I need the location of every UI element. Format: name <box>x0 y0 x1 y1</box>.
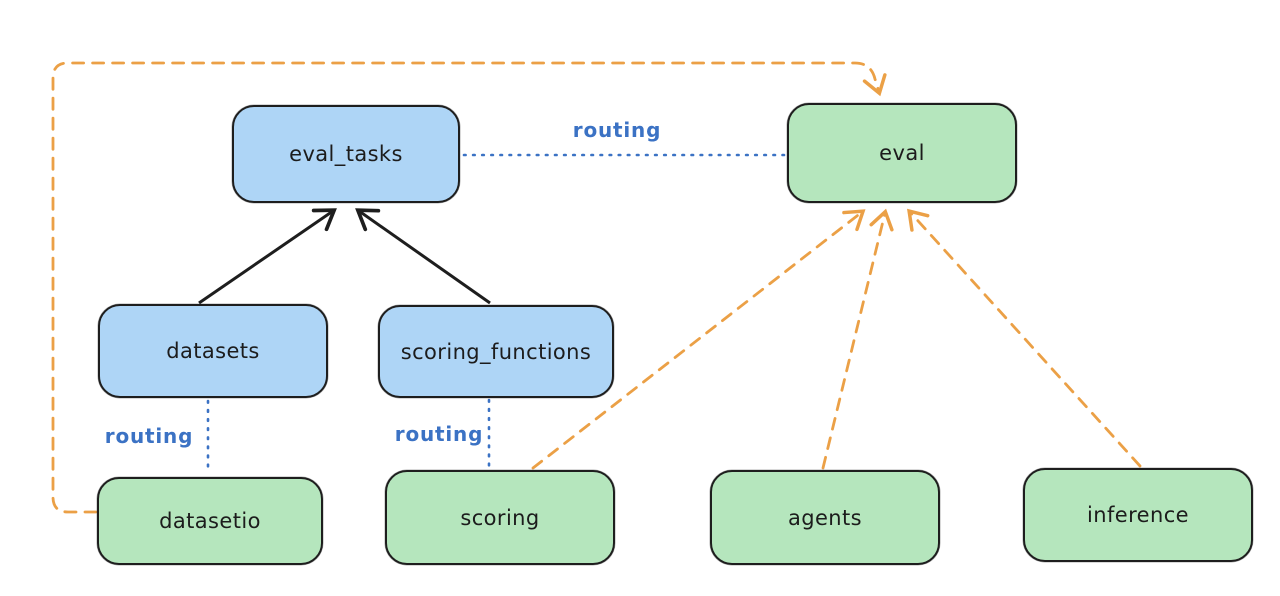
node-inference: inference <box>1023 468 1253 562</box>
node-datasetio: datasetio <box>97 477 323 565</box>
node-scoring: scoring <box>385 470 615 565</box>
node-agents: agents <box>710 470 940 565</box>
edge-inference-to-eval <box>907 208 1142 468</box>
node-eval_tasks: eval_tasks <box>232 105 460 203</box>
node-scoring-label: scoring <box>460 505 540 530</box>
node-eval: eval <box>787 103 1017 203</box>
edge-label-routing-eval_tasks-eval: routing <box>572 118 662 142</box>
node-scoring_functions-label: scoring_functions <box>400 339 592 364</box>
node-agents-label: agents <box>787 505 862 530</box>
node-datasets: datasets <box>98 304 328 398</box>
edge-datasetio-to-eval <box>51 61 887 514</box>
node-datasetio-label: datasetio <box>159 509 261 533</box>
edge-scoring-to-eval <box>531 209 866 470</box>
node-eval-label: eval <box>879 141 925 165</box>
node-scoring_functions: scoring_functions <box>378 305 614 398</box>
edge-scoring_functions-to-eval_tasks <box>355 208 491 305</box>
edge-datasets-to-eval_tasks <box>198 208 337 305</box>
edge-agents-to-eval <box>821 208 894 470</box>
node-datasets-label: datasets <box>166 339 260 363</box>
edge-label-routing-datasets-datasetio: routing <box>104 424 194 448</box>
node-inference-label: inference <box>1087 503 1189 527</box>
node-eval_tasks-label: eval_tasks <box>289 142 403 166</box>
edge-label-routing-scoring_functions-scoring: routing <box>394 422 484 446</box>
